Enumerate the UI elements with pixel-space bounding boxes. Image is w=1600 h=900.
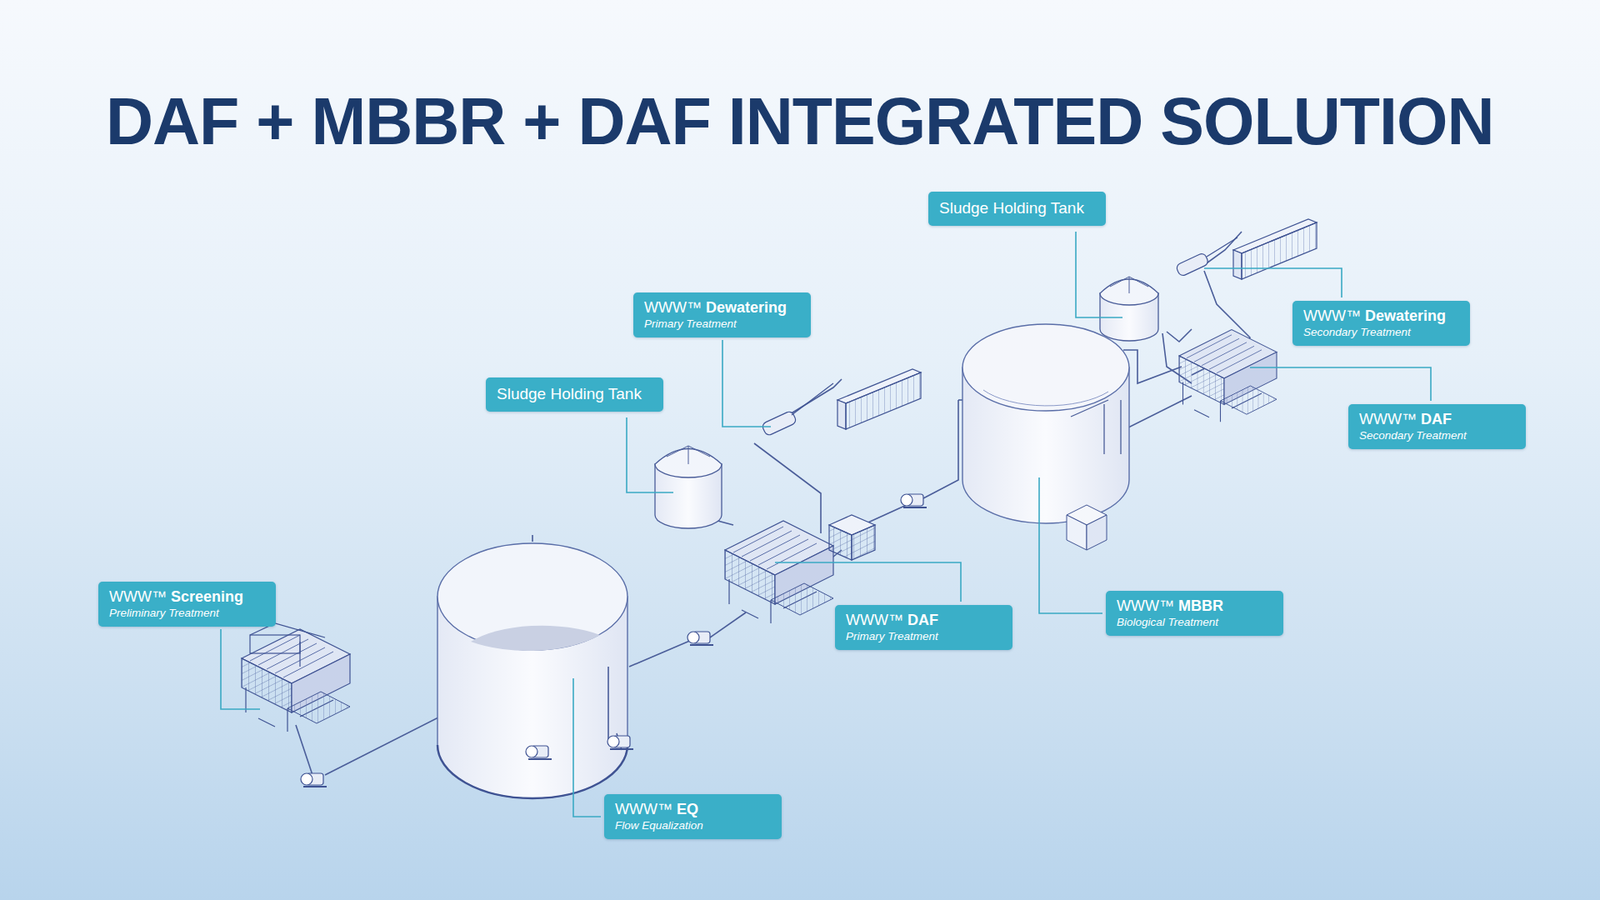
leader-line bbox=[1250, 367, 1431, 401]
leader-line bbox=[1204, 268, 1342, 298]
mbbr-tank bbox=[983, 390, 1109, 406]
callout-subtitle: Preliminary Treatment bbox=[109, 605, 266, 620]
sludge-tank bbox=[666, 445, 710, 465]
dewatering-primary bbox=[760, 369, 921, 437]
pipe bbox=[1123, 350, 1182, 384]
callout-box: Sludge Holding Tank bbox=[485, 377, 664, 412]
callout-box: WWW™ DAFSecondary Treatment bbox=[1348, 404, 1526, 450]
eq-tank bbox=[470, 625, 600, 651]
secondary-daf bbox=[1179, 330, 1277, 423]
mbbr-tank bbox=[962, 324, 1130, 411]
mbbr-tank bbox=[962, 324, 1130, 550]
eq-tank bbox=[532, 535, 622, 750]
leader-line bbox=[722, 340, 771, 427]
eq-tank bbox=[437, 535, 634, 799]
pipe bbox=[1125, 395, 1192, 430]
screening-unit bbox=[241, 629, 350, 732]
dewatering-secondary bbox=[1175, 252, 1210, 278]
pipe bbox=[629, 640, 692, 667]
callout-box: WWW™ MBBRBiological Treatment bbox=[1105, 590, 1284, 636]
tote-box bbox=[829, 515, 875, 560]
dewatering-secondary bbox=[1175, 219, 1317, 280]
callout-heading: WWW™ EQ bbox=[615, 800, 772, 819]
leader-line bbox=[573, 678, 601, 817]
callout-box: WWW™ DewateringSecondary Treatment bbox=[1292, 300, 1470, 346]
callout-heading: Sludge Holding Tank bbox=[496, 383, 654, 405]
leader-line bbox=[775, 562, 961, 602]
eq-tank bbox=[437, 543, 628, 650]
callout-heading: WWW™ Dewatering bbox=[1303, 306, 1460, 325]
tote-box bbox=[851, 525, 875, 560]
pump bbox=[900, 494, 927, 508]
callout-heading: WWW™ Screening bbox=[109, 587, 266, 606]
sludge-tank bbox=[655, 445, 722, 529]
callout-box: WWW™ EQFlow Equalization bbox=[604, 794, 782, 840]
pump bbox=[687, 631, 714, 645]
pipe bbox=[923, 400, 959, 499]
callout-subtitle: Biological Treatment bbox=[1116, 615, 1274, 630]
pipe bbox=[754, 443, 821, 534]
screening-unit bbox=[250, 623, 325, 667]
dewatering-primary bbox=[837, 369, 921, 430]
callout-subtitle: Primary Treatment bbox=[644, 316, 801, 331]
dewatering-primary bbox=[760, 410, 797, 436]
secondary-daf bbox=[1179, 330, 1277, 423]
leader-line bbox=[220, 629, 260, 710]
callout-heading: WWW™ Dewatering bbox=[644, 298, 801, 317]
callout-box: WWW™ ScreeningPreliminary Treatment bbox=[98, 581, 276, 627]
callout-subtitle: Flow Equalization bbox=[615, 818, 772, 833]
callout-box: WWW™ DewateringPrimary Treatment bbox=[633, 292, 811, 338]
pipe bbox=[1166, 329, 1192, 342]
callout-subtitle: Secondary Treatment bbox=[1303, 325, 1460, 340]
sludge-tank bbox=[1100, 276, 1159, 341]
pipe bbox=[325, 716, 440, 775]
leader-line bbox=[1075, 231, 1123, 318]
pipe bbox=[710, 612, 746, 638]
callout-box: Sludge Holding Tank bbox=[928, 191, 1106, 226]
page-title: DAF + MBBR + DAF INTEGRATED SOLUTION bbox=[105, 83, 1494, 160]
dewatering-primary bbox=[791, 383, 834, 415]
mbbr-tank bbox=[1086, 515, 1107, 550]
leader-line bbox=[1039, 477, 1103, 614]
screening-unit bbox=[241, 623, 350, 732]
mbbr-tank bbox=[1070, 400, 1121, 455]
eq-tank bbox=[525, 745, 552, 760]
callout-heading: WWW™ MBBR bbox=[1116, 596, 1274, 615]
pipe bbox=[295, 725, 313, 775]
screening-unit bbox=[250, 635, 300, 654]
callout-subtitle: Primary Treatment bbox=[845, 629, 1003, 644]
callout-heading: WWW™ DAF bbox=[1359, 410, 1516, 429]
eq-tank bbox=[607, 735, 634, 750]
pipe bbox=[862, 504, 909, 525]
primary-daf bbox=[725, 520, 834, 624]
callout-subtitle: Secondary Treatment bbox=[1359, 428, 1516, 443]
sludge-tank bbox=[1110, 276, 1149, 294]
callout-box: WWW™ DAFPrimary Treatment bbox=[835, 605, 1013, 650]
leader-line bbox=[220, 231, 1431, 817]
callout-heading: WWW™ DAF bbox=[845, 610, 1003, 630]
pump bbox=[300, 773, 327, 787]
primary-daf bbox=[725, 520, 834, 624]
dewatering-secondary bbox=[1233, 219, 1317, 280]
eq-tank bbox=[437, 745, 628, 799]
leader-line bbox=[626, 417, 674, 493]
mbbr-tank bbox=[1066, 515, 1087, 550]
tote-box bbox=[829, 525, 852, 560]
callout-heading: Sludge Holding Tank bbox=[939, 197, 1096, 220]
